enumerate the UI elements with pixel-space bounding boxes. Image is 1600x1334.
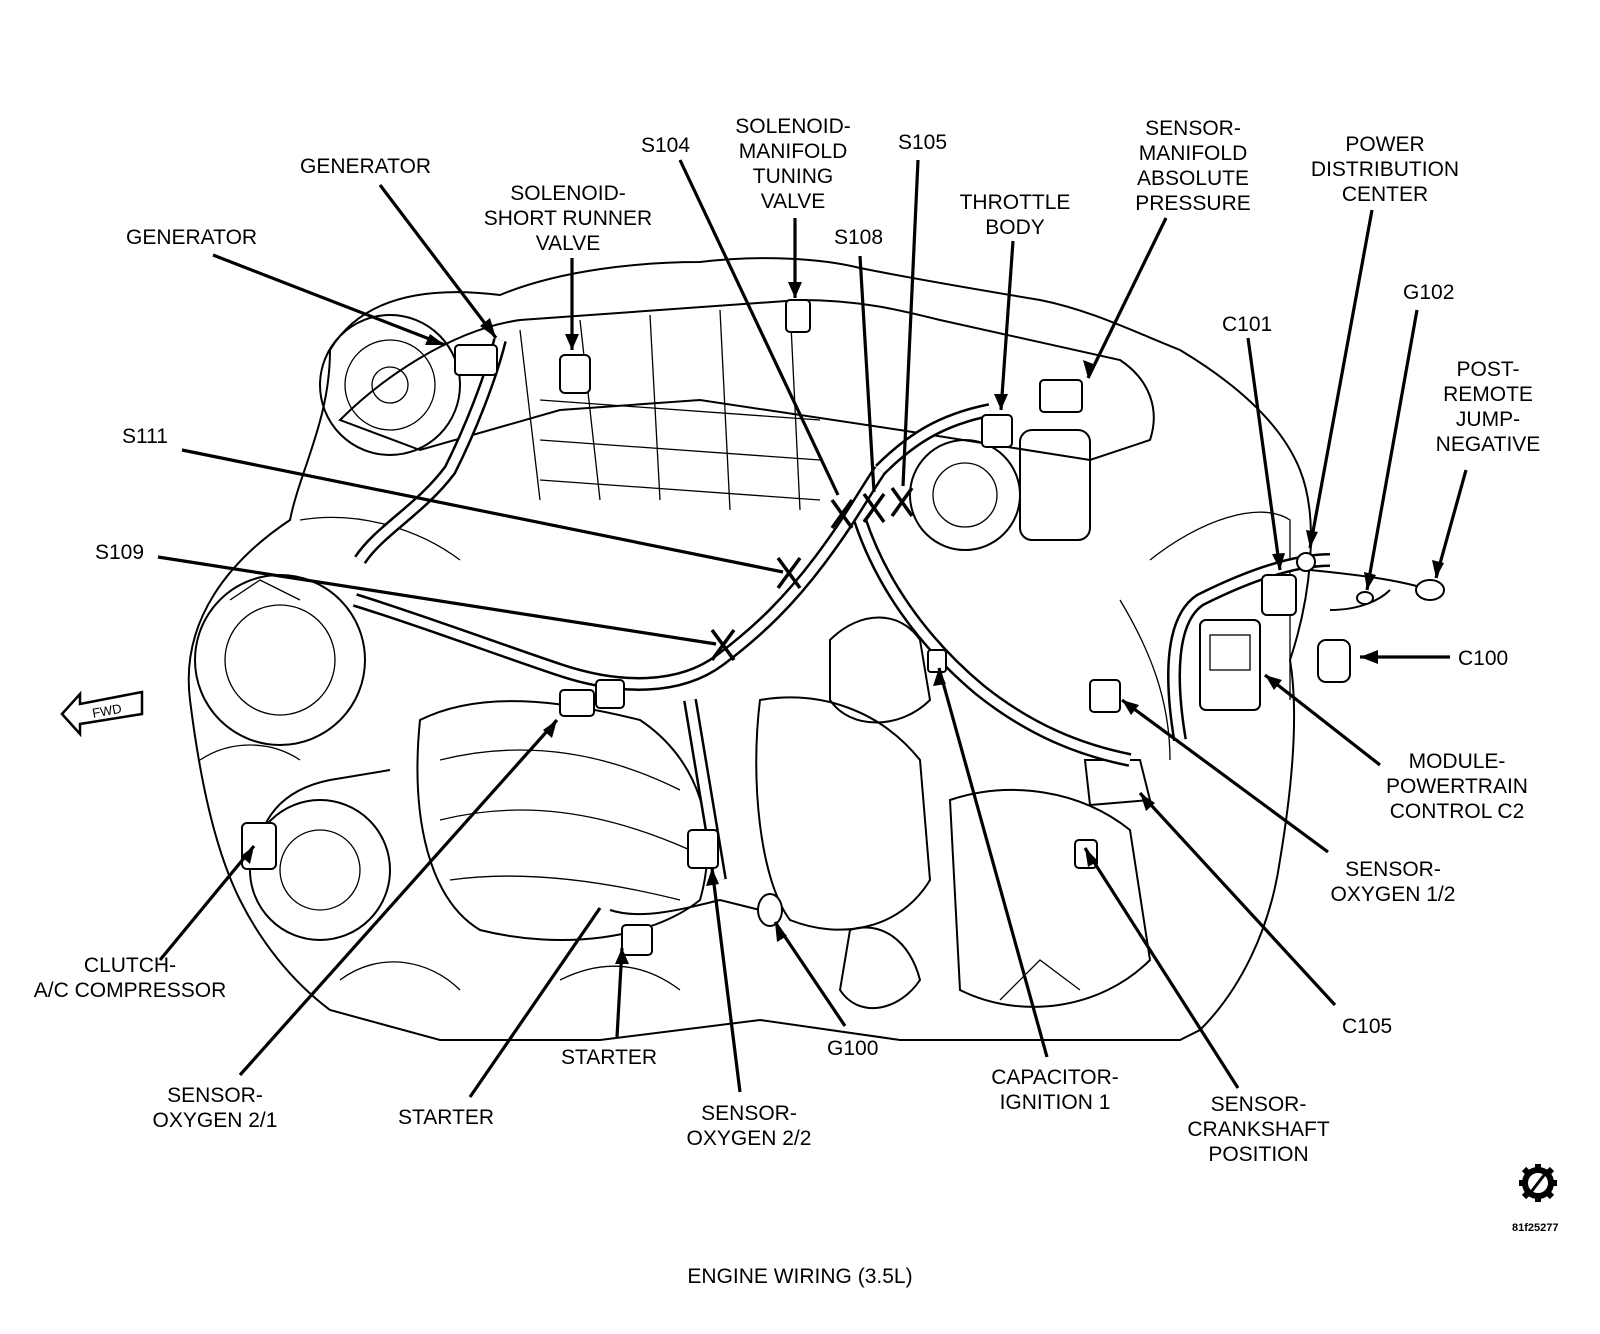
label-starter-left: STARTER <box>398 1106 495 1129</box>
label-module-powertrain-control-c2: MODULE- POWERTRAIN CONTROL C2 <box>1386 750 1528 823</box>
label-s104: S104 <box>641 134 691 157</box>
label-s109: S109 <box>95 541 145 564</box>
label-capacitor-ignition-1: CAPACITOR- IGNITION 1 <box>991 1066 1119 1114</box>
label-sensor-manifold-absolute-pressure: SENSOR- MANIFOLD ABSOLUTE PRESSURE <box>1135 117 1251 215</box>
gear-icon <box>1519 1164 1557 1202</box>
label-c100: C100 <box>1458 647 1509 670</box>
label-s105: S105 <box>898 131 948 154</box>
label-sensor-oxygen-1-2: SENSOR- OXYGEN 1/2 <box>1330 858 1456 906</box>
forward-direction-arrow: FWD <box>60 690 144 738</box>
engine-illustration <box>187 257 1312 1041</box>
diagram-caption: ENGINE WIRING (3.5L) <box>687 1265 913 1288</box>
figure-id: 81f25277 <box>1512 1222 1559 1234</box>
label-g102: G102 <box>1403 281 1455 304</box>
leader-lines <box>157 159 1468 1098</box>
label-s108: S108 <box>834 226 884 249</box>
wiring-harness <box>254 338 1445 916</box>
label-post-remote-jump-negative: POST- REMOTE JUMP- NEGATIVE <box>1435 358 1541 456</box>
label-solenoid-manifold-tuning-valve: SOLENOID- MANIFOLD TUNING VALVE <box>735 115 851 213</box>
label-sensor-oxygen-2-2: SENSOR- OXYGEN 2/2 <box>686 1102 812 1150</box>
label-sensor-crankshaft-position: SENSOR- CRANKSHAFT POSITION <box>1187 1093 1330 1166</box>
label-clutch-ac-compressor: CLUTCH- A/C COMPRESSOR <box>33 954 227 1002</box>
label-g100: G100 <box>827 1037 879 1060</box>
fwd-label: FWD <box>91 701 123 721</box>
label-starter-mid: STARTER <box>561 1046 658 1069</box>
splice-markers <box>710 486 914 662</box>
label-c101: C101 <box>1222 313 1273 336</box>
label-s111: S111 <box>122 425 168 448</box>
label-c105: C105 <box>1342 1015 1393 1038</box>
connectors <box>241 299 1351 956</box>
label-generator-left: GENERATOR <box>126 226 258 249</box>
label-solenoid-short-runner-valve: SOLENOID- SHORT RUNNER VALVE <box>483 182 653 255</box>
label-sensor-oxygen-2-1: SENSOR- OXYGEN 2/1 <box>152 1084 278 1132</box>
label-power-distribution-center: POWER DISTRIBUTION CENTER <box>1310 133 1460 206</box>
label-throttle-body: THROTTLE BODY <box>959 191 1071 239</box>
label-generator-top: GENERATOR <box>300 155 432 178</box>
